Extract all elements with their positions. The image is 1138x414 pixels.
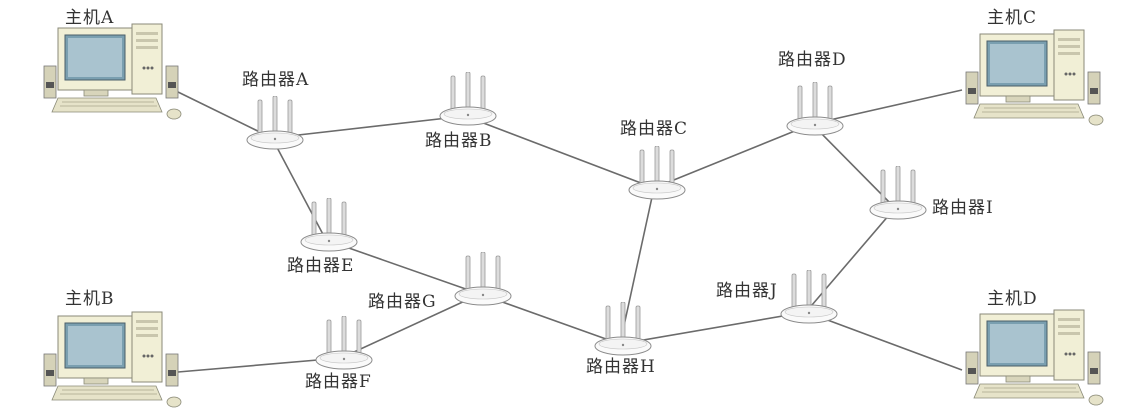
link-rC-rD	[653, 123, 813, 189]
link-rH-rJ	[619, 311, 807, 345]
router-g-label: 路由器G	[368, 292, 437, 312]
router-e-label: 路由器E	[287, 256, 355, 276]
link-rC-rH	[619, 187, 655, 345]
router-c-label: 路由器C	[620, 119, 689, 139]
router-h-label: 路由器H	[586, 357, 656, 377]
router-g-icon	[453, 251, 513, 312]
router-i-icon	[868, 165, 928, 226]
link-rI-rJ	[805, 207, 896, 313]
host-b-label: 主机B	[65, 289, 115, 309]
router-e-icon	[299, 197, 359, 258]
network-diagram: 主机A 主机B 主机C 主机D 路由器A 路由器B 路由器C 路由器D 路由器E…	[40, 8, 1112, 408]
host-b-computer-icon	[40, 310, 190, 414]
router-a-icon	[245, 95, 305, 156]
router-i-label: 路由器I	[932, 198, 994, 218]
host-c-label: 主机C	[987, 8, 1038, 28]
link-rB-rC	[464, 115, 655, 189]
link-rF-hostB	[177, 357, 342, 373]
router-j-icon	[779, 269, 839, 330]
router-a-label: 路由器A	[242, 70, 310, 90]
host-c-computer-icon	[962, 28, 1112, 132]
link-rG-rF	[340, 293, 481, 359]
link-rA-rB	[271, 115, 466, 139]
router-d-label: 路由器D	[778, 50, 847, 70]
router-c-icon	[627, 145, 687, 206]
link-rE-rG	[325, 239, 481, 295]
host-d-computer-icon	[962, 308, 1112, 412]
router-b-label: 路由器B	[425, 131, 493, 151]
router-b-icon	[438, 71, 498, 132]
link-rJ-hostD	[805, 311, 963, 371]
host-a-label: 主机A	[65, 8, 115, 28]
router-f-label: 路由器F	[305, 372, 372, 392]
link-hostA-rA	[177, 91, 273, 139]
router-d-icon	[785, 81, 845, 142]
router-f-icon	[314, 315, 374, 376]
host-a-computer-icon	[40, 22, 190, 126]
router-j-label: 路由器J	[716, 281, 778, 301]
link-rA-rE	[271, 137, 327, 241]
link-rD-hostC	[811, 89, 963, 125]
host-d-label: 主机D	[987, 289, 1038, 309]
router-h-icon	[593, 301, 653, 362]
connection-lines	[177, 89, 963, 373]
